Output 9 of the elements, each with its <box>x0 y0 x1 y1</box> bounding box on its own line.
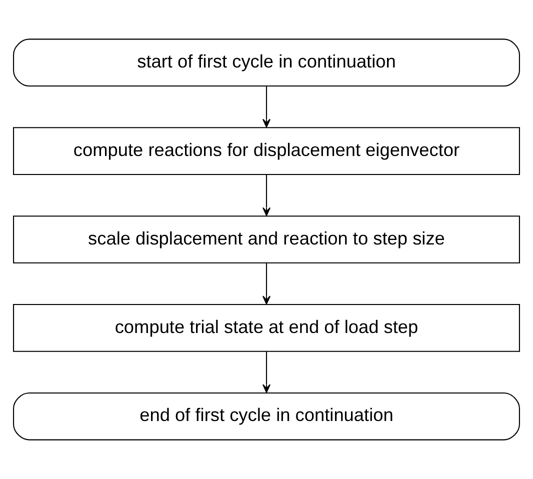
arrow <box>262 86 271 128</box>
arrow <box>262 263 271 304</box>
arrow <box>262 352 271 393</box>
node-box: end of first cycle in continuation <box>13 392 520 440</box>
node-box: scale displacement and reaction to step size <box>13 216 520 264</box>
node-box: compute reactions for displacement eigenvector <box>13 127 520 175</box>
node-box: compute trial state at end of load step <box>13 304 520 352</box>
arrow <box>262 174 271 216</box>
node-box: start of first cycle in continuation <box>13 38 520 87</box>
